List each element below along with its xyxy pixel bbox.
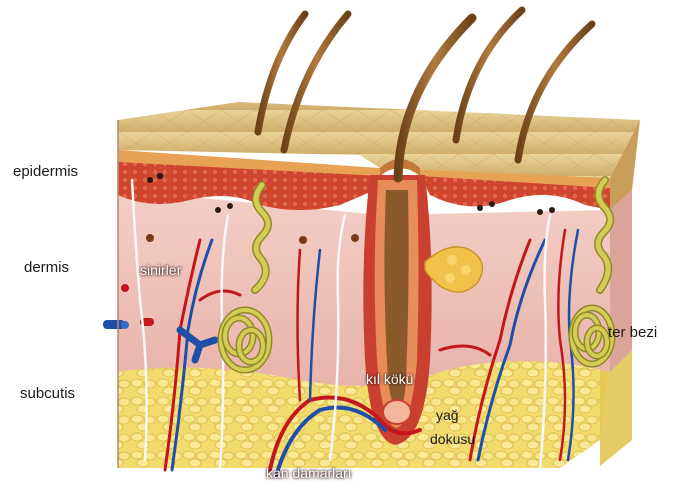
label-blood-vessels: kan damarları	[266, 466, 352, 480]
label-epidermis: epidermis	[13, 164, 78, 179]
hair-follicle	[363, 175, 431, 445]
label-dermis: dermis	[24, 260, 69, 275]
label-sweat-gland: ter bezi	[608, 325, 657, 340]
label-subcutis: subcutis	[20, 386, 75, 401]
label-hair-root: kıl kökü	[366, 372, 413, 386]
label-nerves: sinirler	[140, 263, 181, 277]
label-fat-tissue-line1: yağ	[436, 408, 459, 422]
label-fat-tissue-line2: dokusu	[430, 432, 475, 446]
